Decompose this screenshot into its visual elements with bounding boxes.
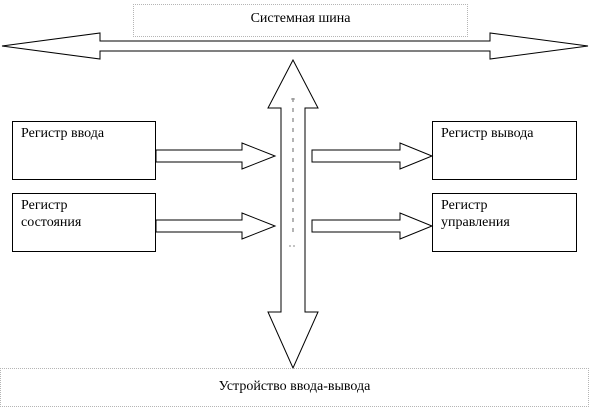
output-register-box: Регистр вывода — [432, 121, 577, 180]
input-register-arrow — [155, 142, 277, 170]
system-bus-label: Системная шина — [133, 4, 468, 37]
status-register-arrow — [155, 212, 277, 240]
control-register-arrow — [311, 212, 434, 240]
internal-bus-arrow — [267, 58, 319, 370]
status-register-box: Регистр состояния — [12, 193, 156, 252]
output-register-arrow — [311, 142, 434, 170]
control-register-box: Регистр управления — [432, 193, 577, 252]
io-device-label: Устройство ввода-вывода — [0, 368, 589, 407]
input-register-box: Регистр ввода — [12, 121, 156, 180]
system-bus-arrow — [1, 32, 589, 60]
